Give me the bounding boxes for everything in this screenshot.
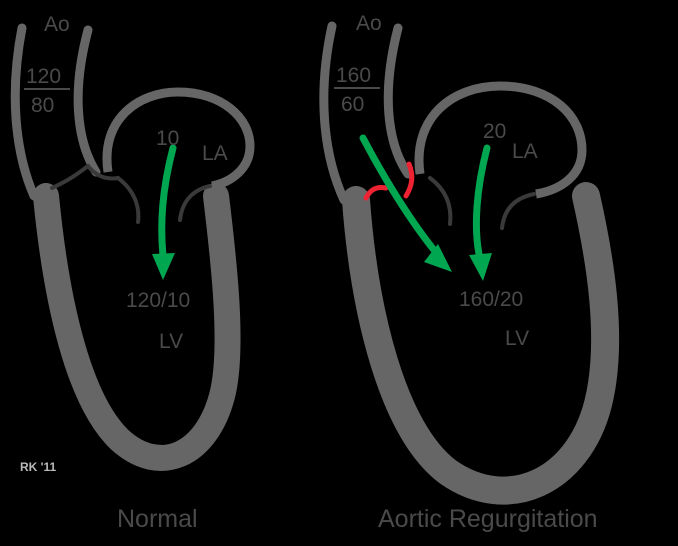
aorta-inner-wall-normal (73, 25, 101, 177)
atrial-pressure-normal: 10 (156, 127, 179, 150)
ventricular-pressure-ar: 160/20 (459, 288, 523, 311)
aortic-valve-incompetent-leaflet-right-ar[interactable] (403, 161, 415, 199)
aortic-valve-leaflet-left-normal (50, 164, 90, 190)
mitral-valve-anterior-leaflet-ar (428, 176, 453, 226)
aortic-diastolic-ar: 60 (341, 93, 364, 116)
atrium-label-ar: LA (512, 140, 538, 163)
left-ventricle-wall-ar (342, 182, 620, 505)
aortic-systolic-ar: 160 (336, 64, 371, 87)
artist-signature: RK '11 (20, 460, 57, 474)
mitral-valve-anterior-leaflet-normal (116, 176, 141, 224)
panel-normal: Ao 120 80 10 LA 120/10 LV Normal (10, 13, 255, 533)
aortic-valve-incompetent-leaflet-left-ar[interactable] (363, 185, 389, 201)
aorta-outer-wall-ar (319, 21, 349, 205)
regurgitant-jet-shaft-ar (359, 134, 438, 254)
panel-caption-normal: Normal (117, 505, 198, 533)
ventricular-pressure-normal: 120/10 (126, 289, 190, 312)
aorta-outer-wall-normal (10, 23, 39, 201)
ventricle-label-ar: LV (505, 327, 529, 350)
atrial-pressure-ar: 20 (483, 120, 506, 143)
panel-aortic-regurgitation: Ao 160 60 20 LA 160/20 LV Aortic Regurgi… (319, 12, 620, 533)
aortic-valve-leaflet-right-normal (86, 164, 120, 181)
atrium-label-normal: LA (202, 142, 228, 165)
inflow-arrow-head-ar (469, 253, 492, 281)
mitral-valve-posterior-leaflet-normal (178, 184, 212, 222)
left-atrium-wall-normal (102, 87, 255, 191)
ventricle-label-normal: LV (159, 330, 183, 353)
aorta-inner-wall-ar (383, 23, 413, 179)
mitral-valve-posterior-leaflet-ar (500, 192, 536, 230)
aortic-systolic-normal: 120 (26, 65, 61, 88)
left-atrium-wall-ar (414, 81, 587, 199)
inflow-arrow-head-normal (152, 253, 175, 280)
aorta-label-normal: Ao (44, 13, 70, 36)
inflow-arrow-shaft-normal (158, 144, 177, 260)
aortic-diastolic-normal: 80 (31, 94, 54, 117)
left-ventricle-wall-normal (33, 183, 241, 471)
panel-caption-ar: Aortic Regurgitation (378, 505, 598, 533)
regurgitant-jet-head-ar (424, 244, 452, 272)
inflow-arrow-shaft-ar (472, 144, 491, 258)
aorta-label-ar: Ao (356, 12, 382, 35)
